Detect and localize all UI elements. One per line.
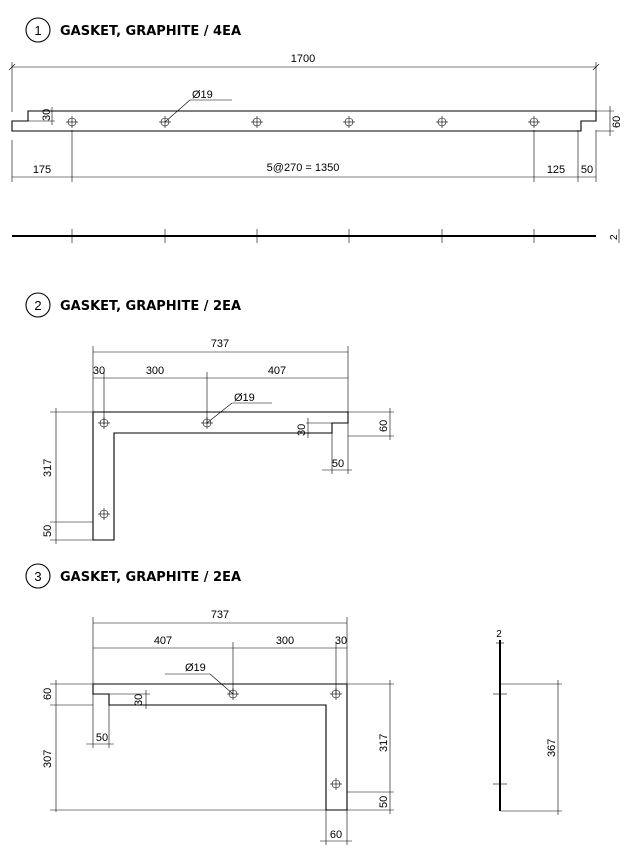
dim-c-3: 30 [335, 635, 347, 647]
dim-vertical-2: 317 [42, 459, 54, 477]
section-2-badge [25, 292, 51, 318]
dim-hole-dia-1: Ø19 [192, 89, 213, 101]
section-1-badge [25, 17, 51, 43]
bolt-holes-3 [227, 688, 342, 790]
dim-notch-3: 30 [133, 694, 145, 706]
dim-overall-737-3: 737 [211, 609, 229, 621]
dim-c-2: 407 [268, 365, 286, 377]
dim-overall-1700: 1700 [291, 53, 315, 65]
dim-bottom-right-3: 50 [378, 796, 390, 808]
dim-thickness-3: 2 [496, 629, 502, 640]
section-1: 1 GASKET, GRAPHITE / 4EA 1700 Ø19 30 [8, 17, 623, 243]
dim-b-3: 300 [276, 635, 294, 647]
dim-height-1: 60 [611, 116, 623, 128]
dim-bottom-2: 50 [42, 525, 54, 537]
dim-side-height-3: 367 [546, 739, 558, 757]
section-3-number: 3 [34, 569, 41, 584]
dim-hole-dia-3: Ø19 [185, 662, 206, 674]
dim-a-2: 30 [93, 365, 105, 377]
gasket-l-outline-2 [92, 411, 349, 541]
section-1-number: 1 [34, 23, 41, 38]
bolt-holes-2 [98, 417, 213, 520]
gasket-l-outline-3 [92, 683, 348, 811]
dim-thickness-1: 2 [609, 234, 620, 240]
dim-height-2: 60 [378, 420, 390, 432]
dim-a-3: 407 [154, 635, 172, 647]
bolt-holes-1 [66, 116, 540, 128]
dim-notch-2: 30 [296, 424, 308, 436]
section-2-number: 2 [34, 298, 41, 313]
dim-step-3: 50 [96, 732, 108, 744]
dim-notch-1: 30 [41, 109, 53, 121]
section-1-title: GASKET, GRAPHITE / 4EA [60, 24, 241, 39]
section-2: 2 GASKET, GRAPHITE / 2EA 737 30 300 407 … [25, 292, 394, 544]
dim-left-vertical-3: 307 [42, 750, 54, 768]
dim-right-b-1: 50 [581, 164, 593, 176]
dim-bottom-3: 60 [330, 829, 342, 841]
dim-hole-dia-2: Ø19 [234, 392, 255, 404]
dim-overall-737-2: 737 [211, 338, 229, 350]
dim-pitch-1: 5@270 = 1350 [267, 162, 340, 174]
section-2-title: GASKET, GRAPHITE / 2EA [60, 299, 241, 314]
section-3-title: GASKET, GRAPHITE / 2EA [60, 570, 241, 585]
dim-step-2: 50 [332, 458, 344, 470]
dim-right-a-1: 125 [547, 164, 565, 176]
dim-left-1: 175 [33, 164, 51, 176]
gasket-strip-outline [11, 110, 597, 132]
dim-right-vertical-3: 317 [378, 734, 390, 752]
section-3: 3 GASKET, GRAPHITE / 2EA 737 407 300 30 … [25, 563, 562, 845]
dim-b-2: 300 [146, 365, 164, 377]
dim-height-3: 60 [42, 688, 54, 700]
section-3-badge [25, 563, 51, 589]
